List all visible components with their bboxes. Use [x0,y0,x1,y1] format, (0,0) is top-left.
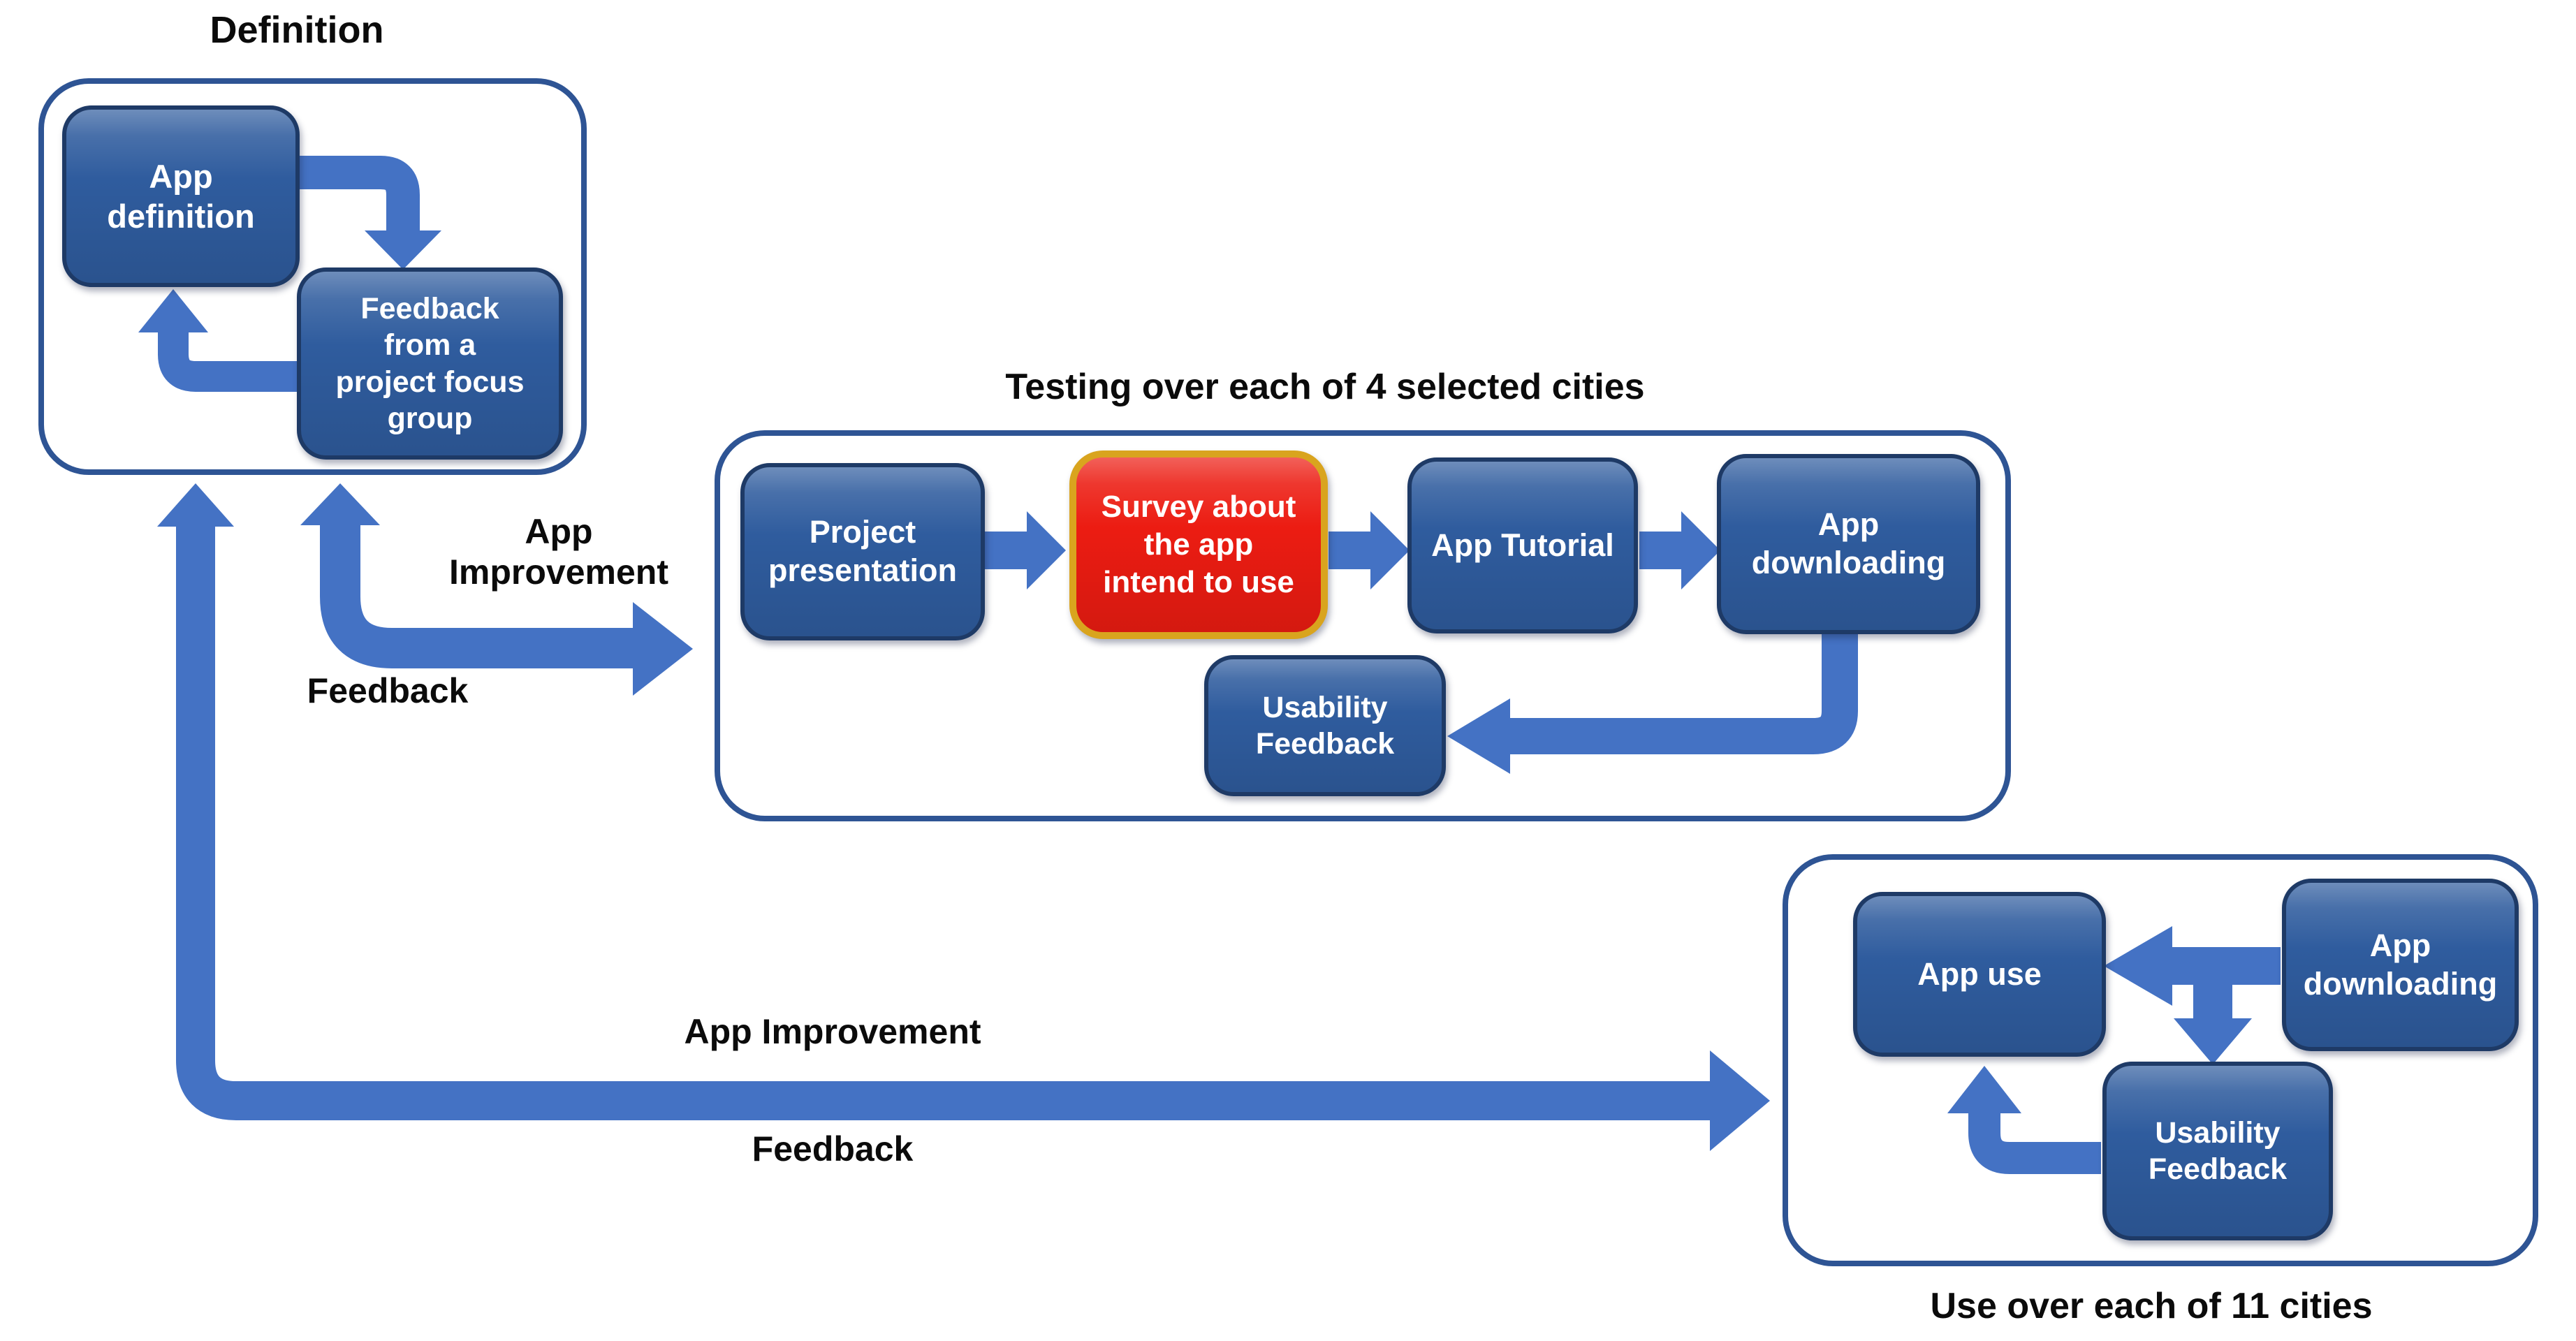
app-use-box: App use [1853,892,2106,1057]
testing-group-outline [715,430,2011,821]
arrow-focus-to-definition-head-up-icon [138,289,208,332]
arrow-presentation-to-survey-icon [983,511,1066,589]
arrow-downloading-to-usability-head-left-icon [1447,698,1510,774]
arrow-use-definition-head-up-icon [157,483,234,527]
lower-feedback-label: Feedback [752,1129,914,1168]
arrow-tutorial-to-downloading-icon [1639,511,1720,589]
arrow-branch-to-usability2-icon [2174,972,2252,1064]
app-tutorial-box: App Tutorial [1407,457,1638,633]
testing-group-title: Testing over each of 4 selected cities [1005,367,1645,407]
arrow-downloading2-to-appuse-icon [2104,926,2281,1006]
project-presentation-box: Project presentation [740,463,985,640]
arrow-usability2-to-appuse-head-up-icon [1947,1066,2021,1113]
arrow-definition-to-focus-line [300,156,420,233]
definition-group-title: Definition [210,9,384,51]
arrow-downloading-to-usability-line [1510,632,1858,754]
arrow-testing-definition-elbow-line [320,522,633,668]
upper-app-improvement-label: App Improvement [449,512,668,592]
arrow-usability2-to-appuse-line [1968,1112,2101,1174]
usability-feedback-testing-box: Usability Feedback [1204,655,1446,796]
arrow-use-definition-elbow-line [176,524,1710,1120]
app-definition-box: App definition [62,105,300,287]
arrow-survey-to-tutorial-icon [1329,511,1410,589]
use-group-outline [1783,854,2538,1266]
focus-group-feedback-box: Feedback from a project focus group [297,268,563,460]
lower-app-improvement-label: App Improvement [684,1012,981,1051]
arrow-focus-to-definition-line [158,331,297,392]
arrow-use-definition-head-right-icon [1710,1050,1770,1151]
arrow-testing-definition-head-up-icon [300,483,380,525]
upper-feedback-label: Feedback [307,671,469,710]
use-group-title: Use over each of 11 cities [1930,1286,2373,1326]
usability-feedback-use-box: Usability Feedback [2102,1062,2333,1240]
survey-about-app-box: Survey about the app intend to use [1069,450,1328,639]
app-downloading-use-box: App downloading [2282,879,2519,1051]
arrow-definition-to-focus-head-down-icon [365,230,441,270]
app-downloading-testing-box: App downloading [1717,454,1980,634]
arrow-testing-definition-head-right-icon [633,602,693,696]
definition-group-outline [38,78,587,475]
